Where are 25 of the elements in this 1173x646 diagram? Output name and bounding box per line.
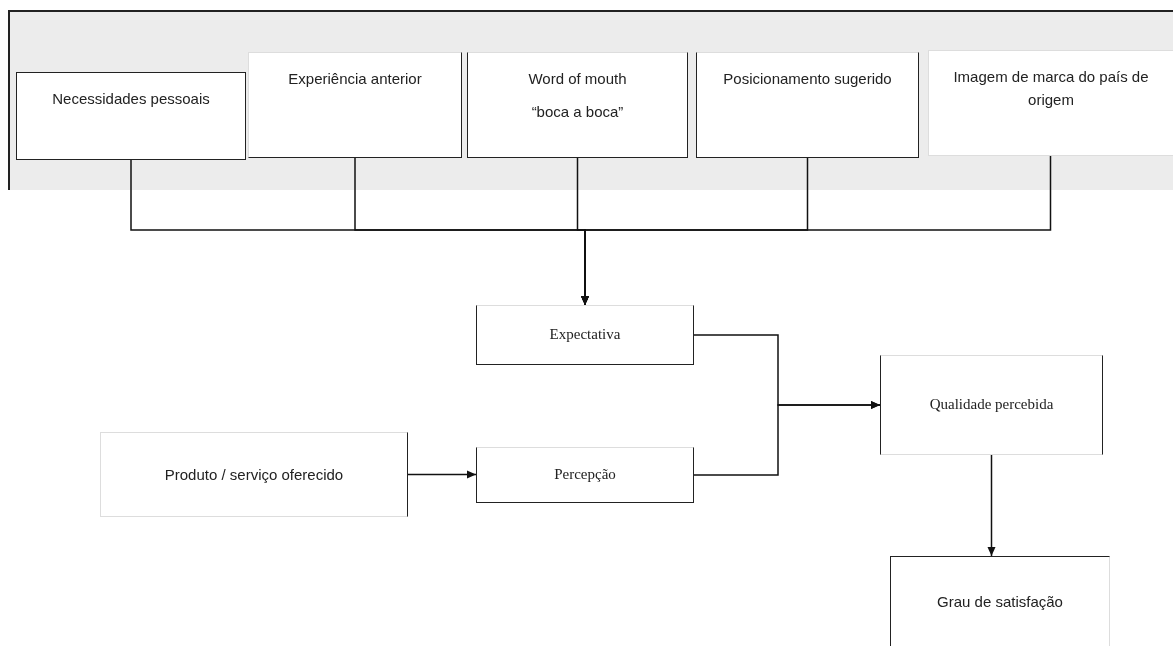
process-box (467, 52, 688, 158)
box-text: Imagem de marca do país de origem (952, 67, 1150, 111)
process-box (890, 556, 1110, 646)
box-text: Word of mouth (528, 69, 627, 89)
process-box (476, 447, 694, 503)
connector-arrow (693, 401, 881, 476)
box-text: Produto / serviço oferecido (164, 464, 344, 485)
process-box (880, 355, 1103, 455)
box-text: Qualidade percebida (929, 395, 1054, 415)
process-box (248, 52, 462, 158)
box-text: Expectativa (549, 325, 621, 345)
connector-arrow (407, 470, 477, 479)
process-box (928, 50, 1173, 156)
box-text: Posicionamento sugerido (723, 69, 892, 89)
box-text: Grau de satisfação (937, 591, 1063, 612)
process-box (696, 52, 919, 158)
box-text: Necessidades pessoais (52, 89, 210, 109)
process-box (100, 432, 408, 517)
box-text: Experiência anterior (288, 69, 422, 89)
connector-arrow (581, 155, 1052, 306)
box-text: Percepção (554, 465, 616, 485)
box-text: “boca a boca” (531, 102, 624, 123)
connector-arrow (987, 454, 996, 557)
process-box (16, 72, 246, 160)
process-box (476, 305, 694, 365)
